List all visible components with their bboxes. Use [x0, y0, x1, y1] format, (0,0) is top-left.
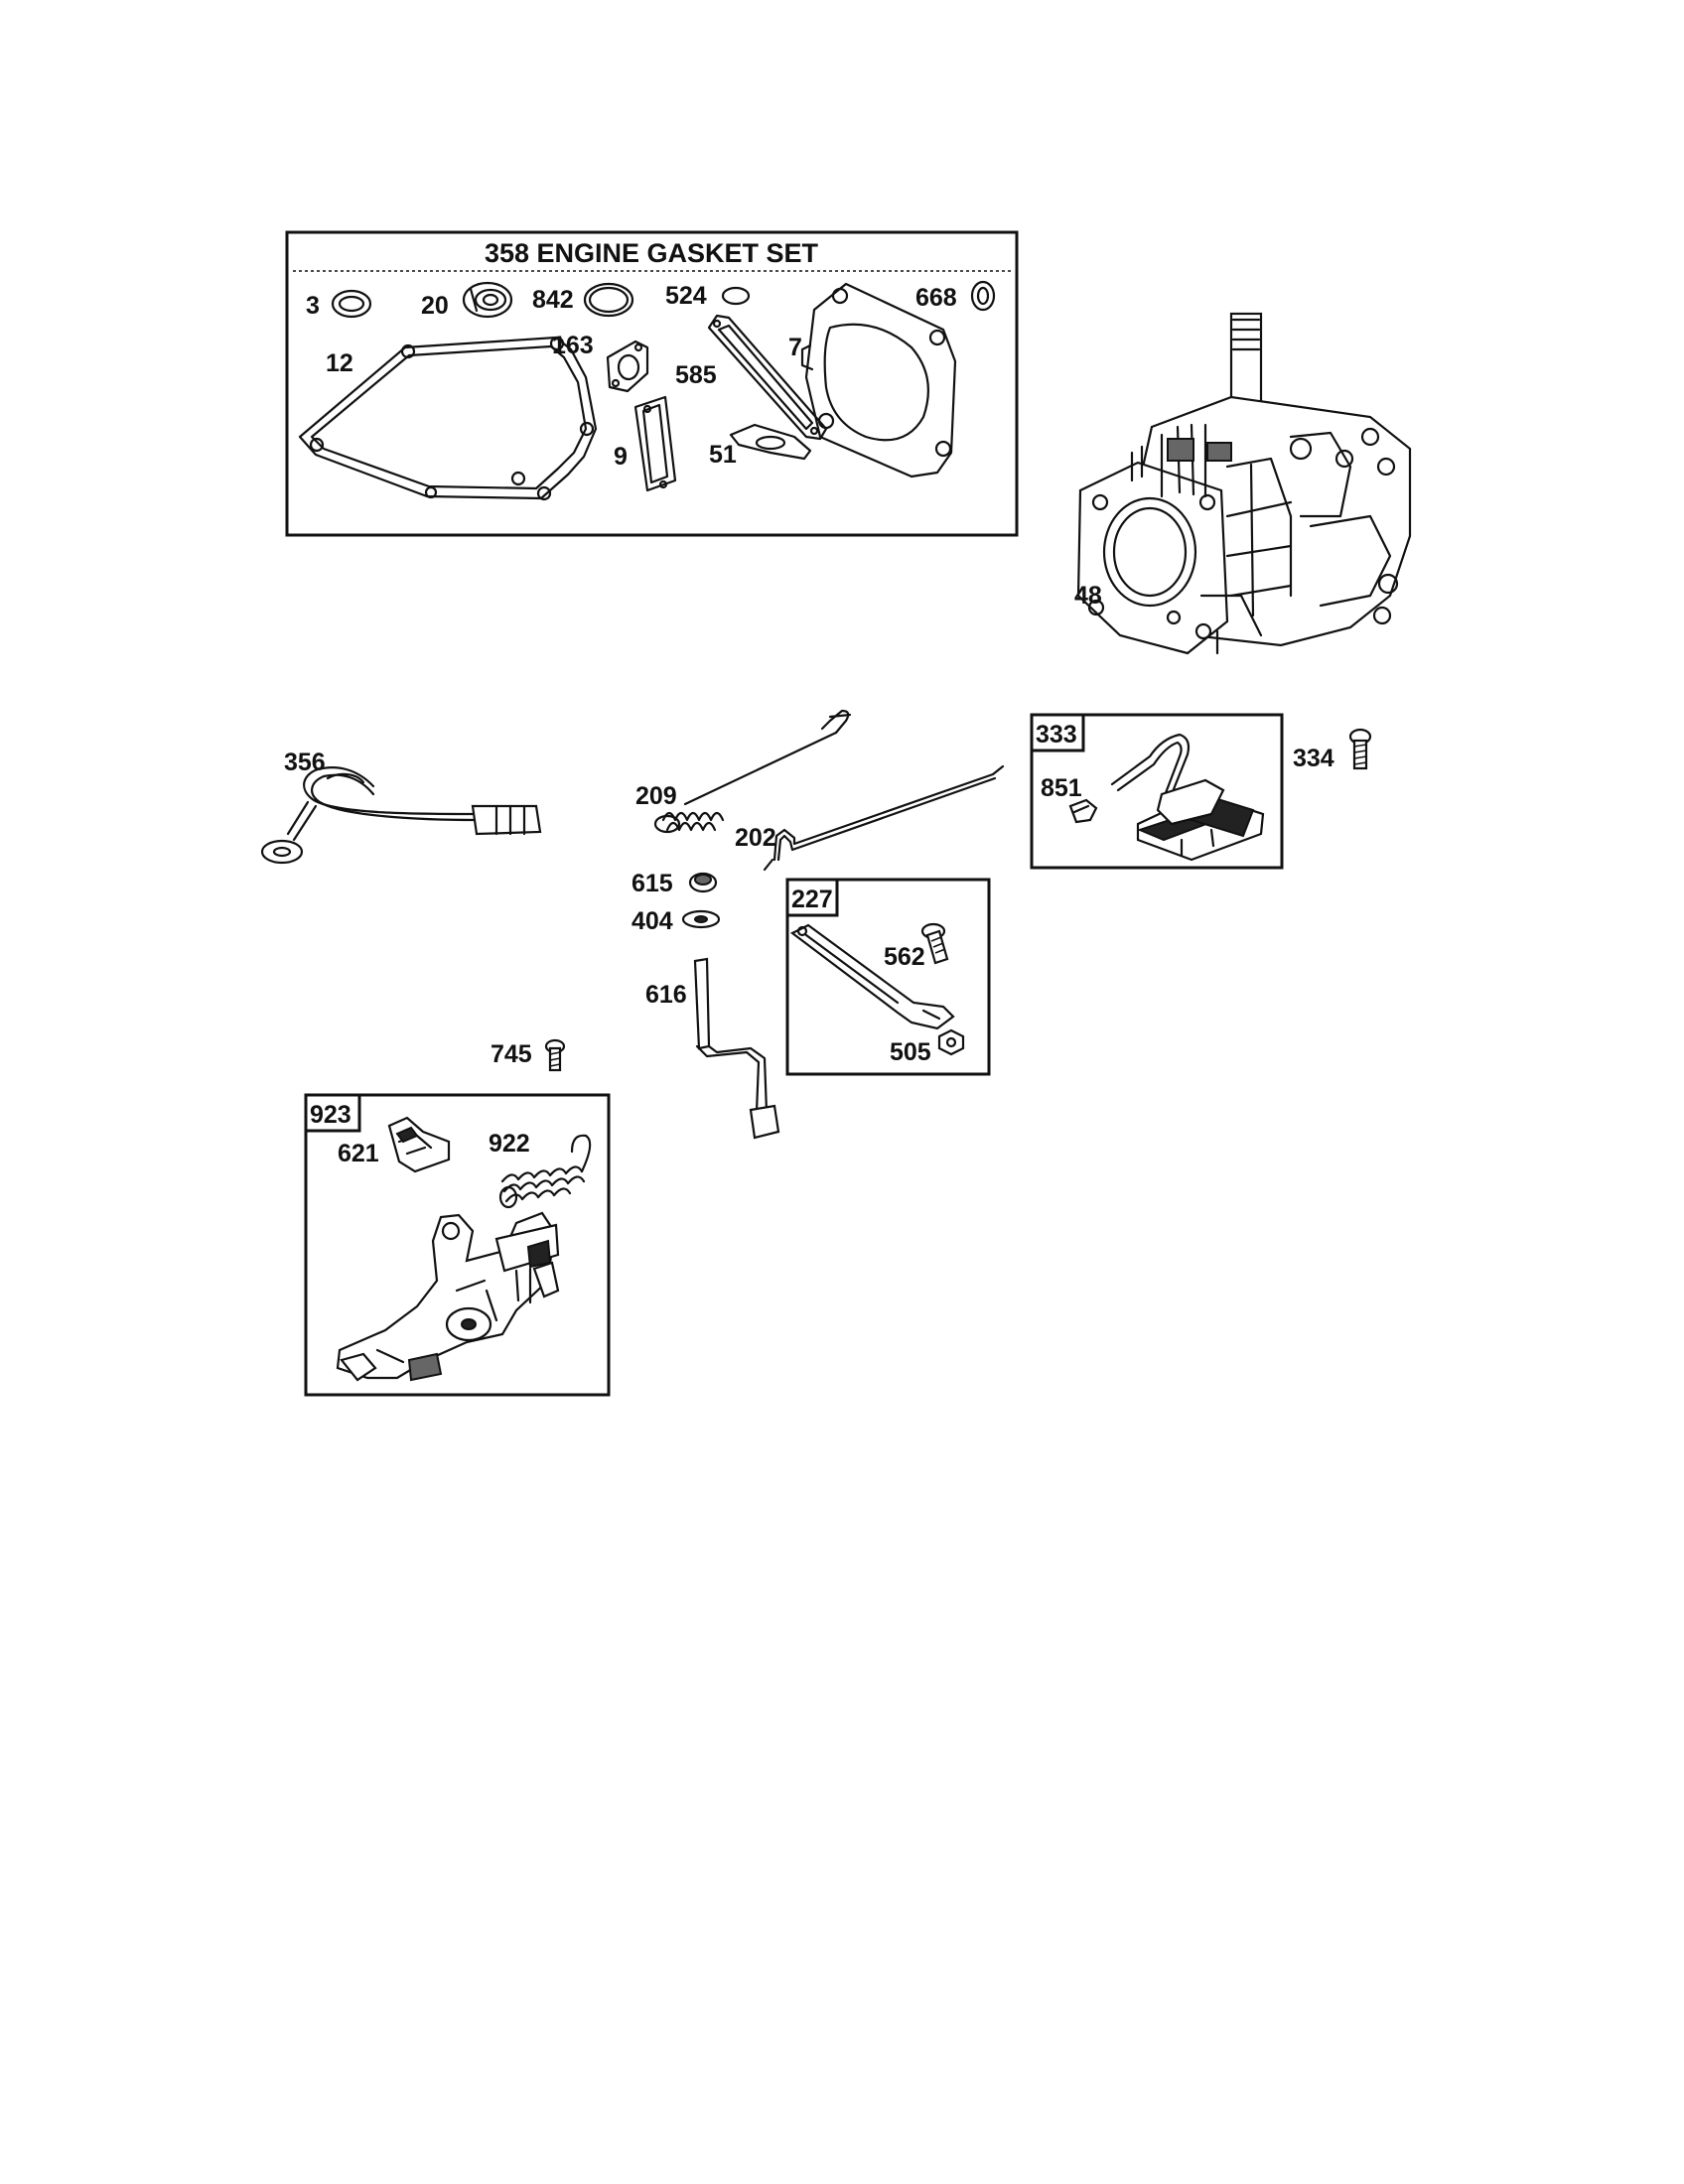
governor-spring-part-209	[653, 709, 852, 834]
label-part-505: 505	[890, 1038, 931, 1066]
breather-gasket-part-585	[707, 314, 828, 441]
seal-part-668	[970, 280, 996, 312]
governor-shaft-part-616	[693, 957, 780, 1140]
label-part-922: 922	[489, 1130, 530, 1158]
ignition-kit-tag	[1030, 713, 1085, 752]
label-part-668: 668	[915, 284, 957, 312]
label-part-51: 51	[709, 441, 737, 469]
nut-part-615	[688, 872, 718, 893]
governor-link-part-202	[763, 764, 1005, 872]
label-part-842: 842	[532, 286, 574, 314]
label-part-616: 616	[645, 981, 687, 1009]
label-part-163: 163	[552, 332, 594, 359]
label-part-7: 7	[788, 334, 802, 361]
governor-lever-kit-label: 227	[791, 886, 833, 913]
bolt-part-562	[920, 922, 949, 965]
washer-part-404	[681, 909, 721, 929]
label-part-9: 9	[614, 443, 628, 471]
gasket-set-frame	[285, 230, 1019, 537]
label-part-3: 3	[306, 292, 320, 320]
control-bracket-part-923	[336, 1211, 560, 1382]
label-part-621: 621	[338, 1140, 379, 1167]
intake-gasket-part-163	[606, 340, 649, 393]
head-gasket-part-7	[800, 282, 957, 478]
seal-ring-part-3	[331, 289, 372, 319]
label-part-615: 615	[632, 870, 673, 897]
ground-wire-part-356	[260, 766, 542, 865]
label-part-20: 20	[421, 292, 449, 320]
label-part-851: 851	[1041, 774, 1082, 802]
governor-lever-part-227	[789, 923, 955, 1030]
label-part-48: 48	[1074, 582, 1102, 610]
terminal-part-851	[1068, 798, 1098, 824]
label-part-209: 209	[635, 782, 677, 810]
ignition-armature-part-333	[1110, 733, 1265, 862]
screw-part-745	[544, 1038, 566, 1072]
label-part-12: 12	[326, 349, 353, 377]
nut-part-505	[937, 1028, 965, 1056]
label-part-404: 404	[632, 907, 673, 935]
control-bracket-kit-frame	[304, 1093, 611, 1397]
bolt-part-334	[1348, 728, 1372, 770]
governor-lever-kit-panel: 227 562 505	[785, 878, 991, 1076]
gasket-set-title: 358 ENGINE GASKET SET	[485, 238, 819, 268]
ignition-kit-frame	[1030, 713, 1284, 870]
label-part-202: 202	[735, 824, 776, 852]
label-part-334: 334	[1293, 745, 1334, 772]
ignition-kit-label: 333	[1036, 721, 1077, 749]
label-part-356: 356	[284, 749, 326, 776]
o-ring-part-842	[583, 282, 634, 318]
label-part-745: 745	[491, 1040, 532, 1068]
clip-part-621	[387, 1116, 451, 1173]
oil-seal-part-20	[462, 281, 513, 319]
governor-lever-kit-tag	[785, 878, 839, 917]
control-bracket-kit-tag	[304, 1093, 361, 1133]
spring-part-922	[498, 1134, 592, 1209]
cover-gasket-part-9	[633, 395, 677, 492]
governor-lever-kit-frame	[785, 878, 991, 1076]
label-part-524: 524	[665, 282, 707, 310]
crankcase-gasket-part-12	[298, 336, 598, 501]
label-part-585: 585	[675, 361, 717, 389]
label-part-562: 562	[884, 943, 925, 971]
control-bracket-kit-panel: 923 621 922	[304, 1093, 611, 1397]
o-ring-part-524	[721, 286, 751, 306]
gasket-set-panel: 358 ENGINE GASKET SET 3 20 842 524	[285, 230, 1019, 537]
control-bracket-kit-label: 923	[310, 1101, 351, 1129]
ignition-kit-panel: 333 851	[1030, 713, 1284, 870]
engine-block-part-48	[1076, 312, 1412, 655]
exhaust-gasket-part-51	[729, 423, 812, 461]
